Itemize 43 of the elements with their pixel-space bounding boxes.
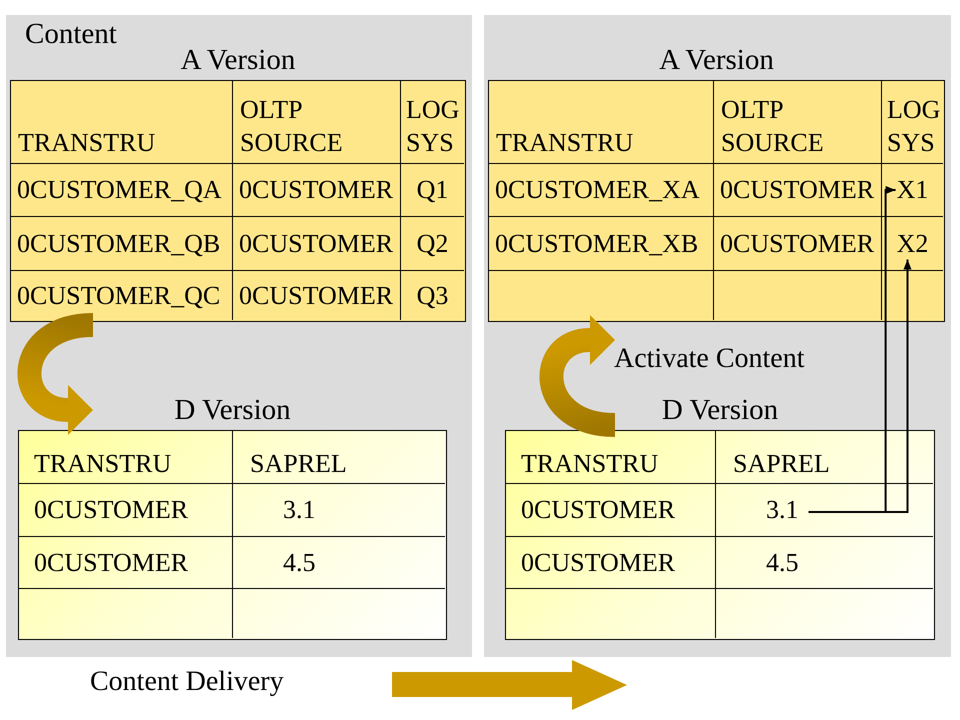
table-value: 0CUSTOMER <box>521 548 676 578</box>
table-value: 4.5 <box>283 548 316 578</box>
column-heading: TRANSTRU <box>521 446 658 480</box>
panel-title: Content <box>25 18 117 51</box>
table-title: D Version <box>662 394 778 427</box>
table-value: 4.5 <box>766 548 798 578</box>
table-value: 0CUSTOMER_XA <box>495 175 700 205</box>
column-heading: TRANSTRU <box>496 126 634 159</box>
table-value: 0CUSTOMER <box>239 228 394 258</box>
column-heading: OLTP SOURCE <box>721 93 878 159</box>
table-value: 0CUSTOMER <box>521 495 676 525</box>
table-value: 0CUSTOMER <box>34 548 188 578</box>
column-heading: LOG SYS <box>406 93 461 159</box>
table-value: 3.1 <box>283 495 316 525</box>
table-value: 0CUSTOMER_QC <box>17 280 220 310</box>
content-panel <box>484 15 951 657</box>
table-value: X1 <box>896 175 928 205</box>
column-heading: SAPREL <box>733 446 830 480</box>
table-value: 0CUSTOMER <box>239 280 394 310</box>
table-value: 0CUSTOMER_QB <box>17 228 220 258</box>
table-value: Q1 <box>416 175 448 205</box>
table-value: Q2 <box>416 228 448 258</box>
table-title: D Version <box>174 394 291 427</box>
table-value: 0CUSTOMER_QA <box>17 175 222 205</box>
table-value: 0CUSTOMER <box>720 228 874 258</box>
content-panel <box>6 15 472 657</box>
table-value: 0CUSTOMER <box>239 175 394 205</box>
table-value: Q3 <box>416 280 448 310</box>
curved-arrow <box>18 313 94 435</box>
column-heading: TRANSTRU <box>18 126 156 159</box>
column-heading: OLTP SOURCE <box>240 93 397 159</box>
table-value: 3.1 <box>766 495 798 525</box>
table-title: A Version <box>180 44 296 77</box>
table-value: X2 <box>896 228 928 258</box>
column-heading: SAPREL <box>250 446 347 480</box>
table-value: 0CUSTOMER <box>720 175 874 205</box>
curved-arrow <box>540 315 616 437</box>
column-heading: LOG SYS <box>887 93 940 159</box>
column-heading: TRANSTRU <box>34 446 172 480</box>
table-title: A Version <box>659 44 774 77</box>
arrow-caption: Content Delivery <box>90 666 284 698</box>
table-value: 0CUSTOMER <box>34 495 188 525</box>
table-value: 0CUSTOMER_XB <box>495 228 698 258</box>
